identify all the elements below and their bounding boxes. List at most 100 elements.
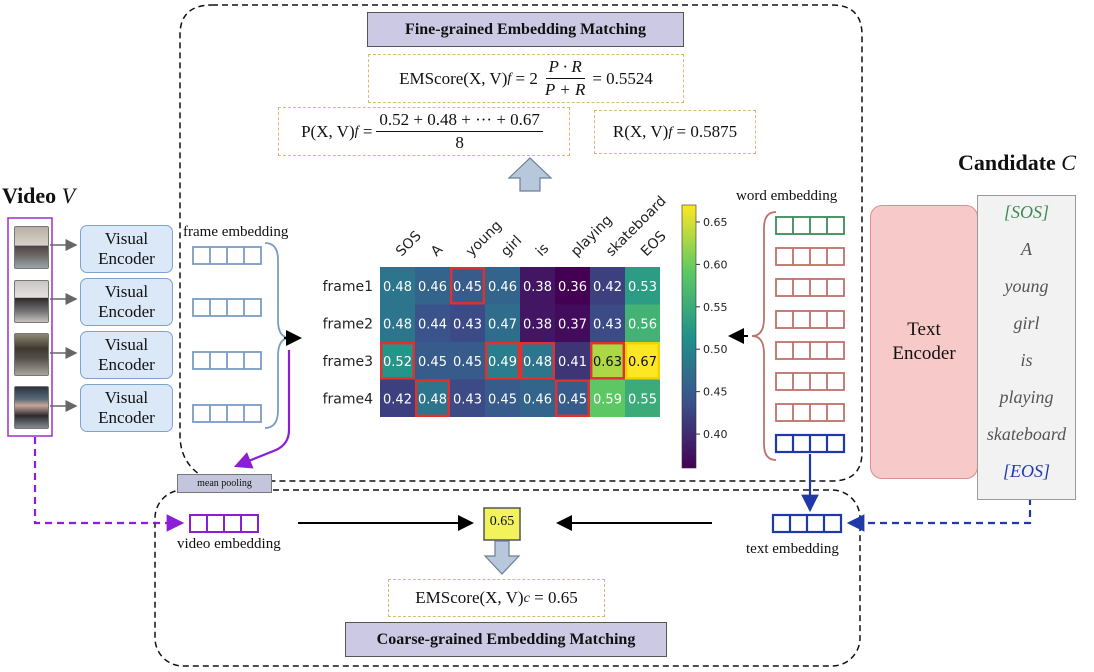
heatmap-cell-value: 0.41 [558, 355, 587, 370]
heatmap-cell-value: 0.45 [418, 355, 447, 370]
colorbar-tick-label: 0.40 [703, 428, 728, 441]
coarse-score-box [483, 507, 521, 541]
heatmap-cell-value: 0.48 [418, 392, 447, 407]
heatmap-cell [415, 304, 450, 342]
heatmap-cell-value: 0.45 [453, 355, 482, 370]
heatmap-column-label: skateboard [603, 193, 670, 260]
heatmap-highlight [590, 341, 626, 380]
heatmap-column-label: young [463, 218, 505, 260]
heatmap-row-label: frame4 [323, 391, 374, 407]
heatmap-cell-value: 0.43 [593, 317, 622, 332]
heatmap-cell [555, 379, 590, 417]
heatmap-cell [380, 379, 415, 417]
mean-pooling-tag: mean pooling [177, 474, 272, 493]
heatmap-cell-value: 0.42 [383, 392, 412, 407]
heatmap-cell-value: 0.45 [488, 392, 517, 407]
fine-grained-region [179, 4, 863, 482]
heatmap-column-label: SOS [393, 228, 425, 260]
heatmap-cell [450, 379, 485, 417]
coarse-score-value: 0.65 [489, 514, 515, 529]
heatmap-cell-value: 0.52 [383, 355, 412, 370]
video-frame-2-thumbnail [14, 280, 49, 323]
heatmap-highlight [449, 266, 485, 305]
heatmap-highlight [519, 341, 555, 380]
visual-encoder-1: Visual Encoder [80, 225, 173, 273]
heatmap-cell-value: 0.45 [453, 280, 482, 295]
visual-encoder-3: Visual Encoder [80, 331, 173, 379]
coarse-emscore-formula: EMScore(X, V)c = 0.65 [388, 579, 605, 617]
heatmap-cell-value: 0.46 [523, 392, 552, 407]
heatmap-highlight [379, 341, 415, 380]
video-frames-box [7, 217, 53, 437]
heatmap-cell-value: 0.38 [523, 317, 552, 332]
heatmap-cell-value: 0.46 [488, 280, 517, 295]
candidate-token: young [1004, 276, 1049, 296]
candidate-token: skateboard [986, 424, 1067, 444]
heatmap-row-label: frame3 [323, 354, 373, 370]
heatmap-cell [520, 342, 555, 380]
heatmap-cell [520, 379, 555, 417]
heatmap-cell [450, 267, 485, 305]
visual-encoder-2: Visual Encoder [80, 278, 173, 326]
heatmap-cell [555, 342, 590, 380]
heatmap-cell [590, 304, 625, 342]
frame-embedding-label: frame embedding [183, 224, 289, 240]
heatmap-column-label: girl [498, 233, 525, 260]
fine-grained-title: Fine-grained Embedding Matching [367, 12, 684, 47]
heatmap-cell [590, 342, 625, 380]
heatmap-cell-value: 0.56 [628, 317, 657, 332]
heatmap-cell [625, 379, 660, 417]
colorbar-tick-label: 0.45 [703, 386, 728, 399]
heatmap-cell [590, 379, 625, 417]
coarse-grained-region [154, 489, 861, 667]
candidate-token: girl [1013, 313, 1040, 333]
heatmap-cell-value: 0.48 [383, 317, 412, 332]
video-embedding-label: video embedding [177, 536, 281, 552]
candidate-token: is [1020, 350, 1033, 370]
candidate-token: [SOS] [1003, 202, 1049, 222]
heatmap-cell [520, 304, 555, 342]
heatmap-cell-value: 0.63 [593, 355, 622, 370]
heatmap-column-label: EOS [638, 228, 670, 260]
heatmap-row-label: frame2 [323, 316, 373, 332]
colorbar-tick-label: 0.60 [703, 258, 728, 271]
word-embedding-label: word embedding [736, 188, 838, 204]
video-frame-4-thumbnail [14, 386, 49, 429]
heatmap-cell-value: 0.48 [383, 280, 412, 295]
heatmap-highlight [484, 341, 520, 380]
heatmap-cell-value: 0.43 [453, 392, 482, 407]
heatmap-highlight [625, 341, 661, 380]
heatmap-cell-value: 0.45 [558, 392, 587, 407]
text-encoder: Text Encoder [870, 205, 978, 479]
heatmap-cell-value: 0.59 [593, 392, 622, 407]
heatmap-cell-value: 0.38 [523, 280, 552, 295]
heatmap-highlight [414, 379, 450, 417]
heatmap-cell [625, 267, 660, 305]
candidate-title: Candidate C [958, 150, 1076, 175]
heatmap-cell-value: 0.53 [628, 280, 657, 295]
heatmap-cell [520, 267, 555, 305]
heatmap-cell-value: 0.67 [628, 355, 657, 370]
heatmap-cell [415, 342, 450, 380]
heatmap-cell-value: 0.36 [558, 280, 587, 295]
colorbar-tick-label: 0.50 [703, 343, 728, 356]
heatmap-row-label: frame1 [323, 279, 373, 295]
heatmap-cell [415, 267, 450, 305]
heatmap-cell [485, 379, 520, 417]
heatmap-cell-value: 0.43 [453, 317, 482, 332]
video-title: Video V [2, 183, 76, 208]
heatmap-highlight [555, 379, 591, 417]
heatmap-cell-value: 0.46 [418, 280, 447, 295]
video-frame-1-thumbnail [14, 226, 49, 269]
heatmap-cell-value: 0.49 [488, 355, 517, 370]
heatmap-cell [380, 342, 415, 380]
candidate-token: A [1021, 239, 1032, 259]
heatmap-cell [450, 342, 485, 380]
heatmap-cell [555, 267, 590, 305]
heatmap-cell-value: 0.48 [523, 355, 552, 370]
